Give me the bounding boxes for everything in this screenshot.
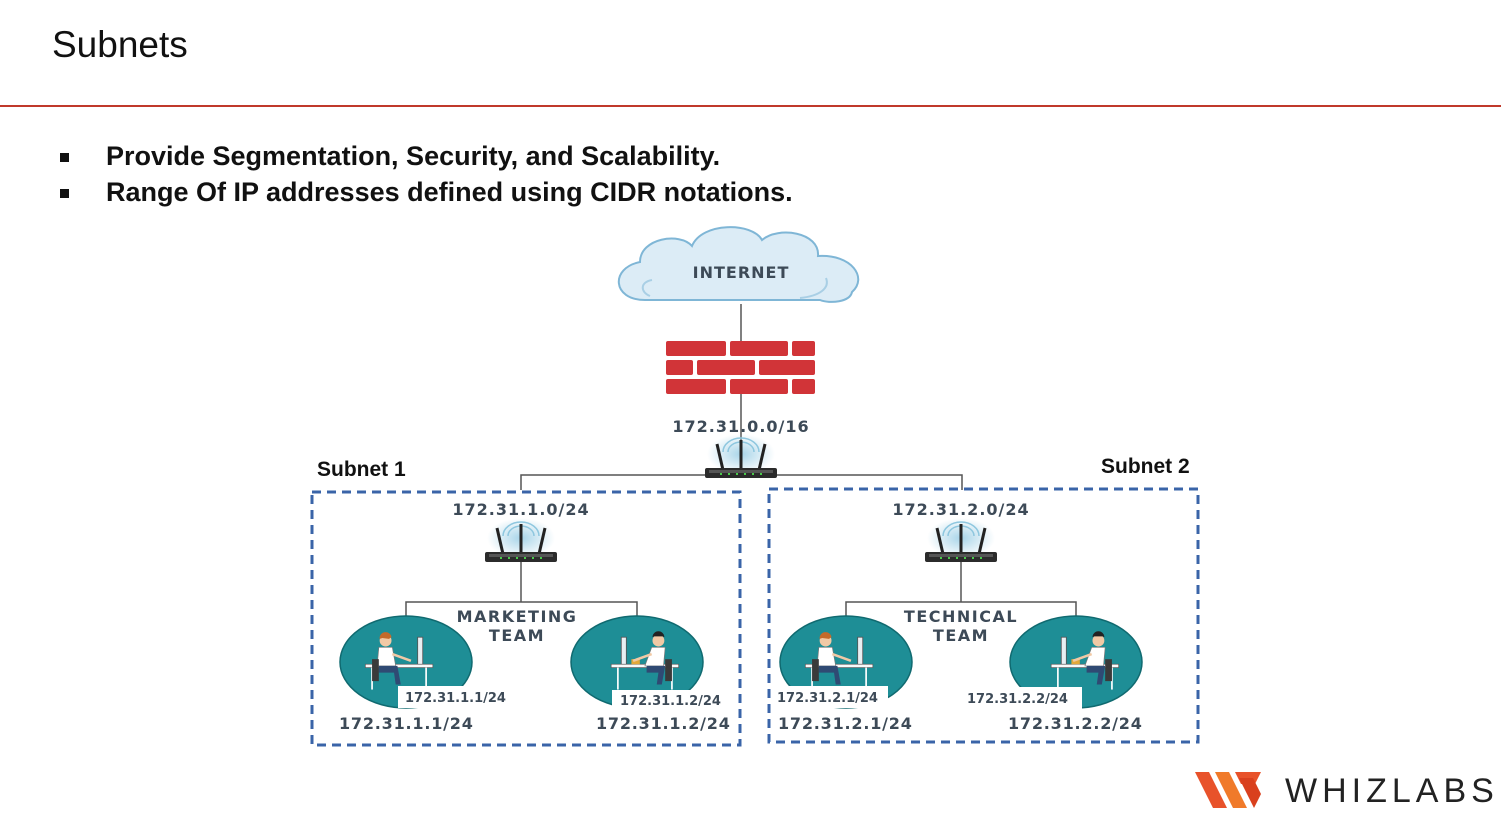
vpc-cidr-label: 172.31.0.0/16 [672,417,809,436]
subnet-2-team-line1: TECHNICAL [904,607,1018,626]
subnet-1-cidr: 172.31.1.0/24 [452,500,589,519]
internet-cloud-icon [617,226,860,303]
host-ip-label: 172.31.1.1/24 [339,714,474,733]
subnet-2-boundary [767,487,1200,744]
host-ip-label: 172.31.2.2/24 [1008,714,1143,733]
subnet-1-router-icon [483,516,559,564]
subnet-1-team-line2: TEAM [489,626,545,645]
bullet-item: Provide Segmentation, Security, and Scal… [56,138,793,174]
logo-text: WHIZLABS [1285,772,1499,810]
subnet-2-router-icon [923,516,999,564]
subnet-2-title: Subnet 2 [1101,455,1190,478]
host-ip-label: 172.31.1.2/24 [596,714,731,733]
main-router-icon [703,432,779,480]
subnet-2-team-line2: TEAM [933,626,989,645]
bullet-text: Provide Segmentation, Security, and Scal… [106,141,721,171]
bullet-marker-icon [60,189,69,198]
subnet-2-cidr: 172.31.2.0/24 [892,500,1029,519]
slide-title: Subnets [52,24,188,65]
bullet-list: Provide Segmentation, Security, and Scal… [56,138,793,210]
internet-label: INTERNET [693,263,790,282]
subnet-1-boundary [310,490,742,747]
firewall-icon [666,341,815,394]
host-screen-ip: 172.31.1.2/24 [620,694,721,709]
subnet-1-team-line1: MARKETING [457,607,578,626]
host-screen-ip: 172.31.2.2/24 [967,692,1068,707]
title-divider [0,105,1501,107]
bullet-marker-icon [60,153,69,162]
subnet-1-title: Subnet 1 [317,458,406,481]
bullet-item: Range Of IP addresses defined using CIDR… [56,174,793,210]
host-ip-label: 172.31.2.1/24 [778,714,913,733]
host-screen-ip: 172.31.2.1/24 [777,691,878,706]
whizlabs-logo: WHIZLABS [1195,768,1495,812]
whizlabs-logo-mark-icon [1195,772,1261,808]
bullet-text: Range Of IP addresses defined using CIDR… [106,177,793,207]
host-screen-ip: 172.31.1.1/24 [405,691,506,706]
